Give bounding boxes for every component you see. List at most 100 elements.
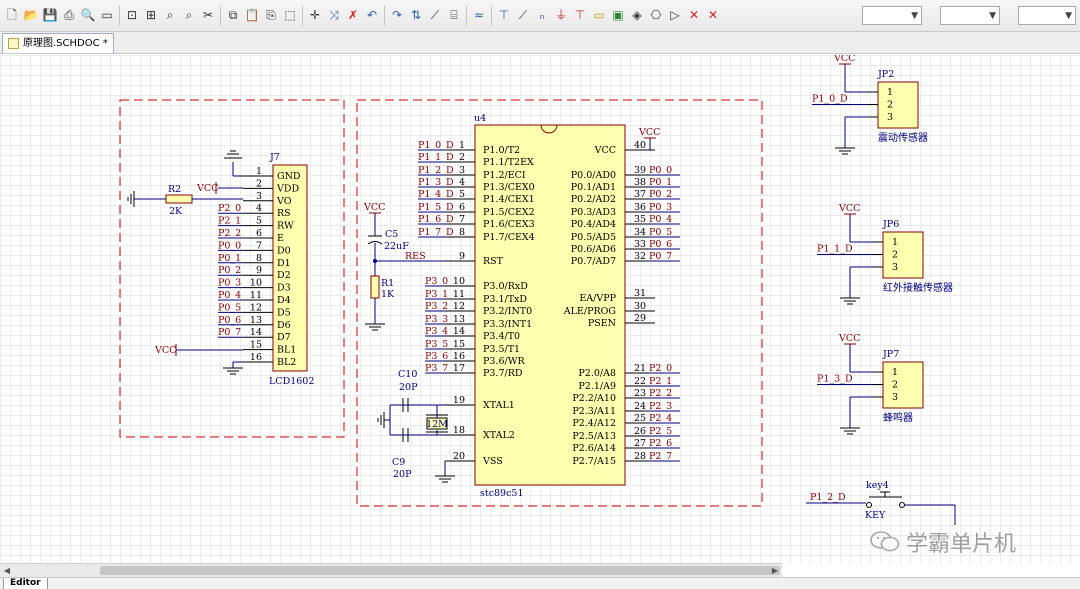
mcu-left-pin-name: P3.1/TxD [483, 294, 527, 305]
mcu-left-net-label: P3_3 [425, 314, 448, 325]
toolbar-dropdown[interactable]: ▼ [1018, 6, 1076, 25]
port-icon[interactable]: ▷ [670, 8, 680, 22]
mcu-pin-number: 29 [634, 313, 646, 324]
bus-entry-icon[interactable]: ⟋ [518, 8, 528, 22]
sheet-symbol-icon[interactable]: ▣ [612, 8, 624, 22]
mcu-right-pin-name: ALE/PROG [563, 306, 616, 317]
paste-icon[interactable]: 📋 [244, 8, 260, 22]
zoom-fit-icon[interactable]: ⊡ [126, 8, 138, 22]
mcu-right-pin-name: P0.0/AD0 [571, 170, 616, 181]
vcc-label: VCC [838, 333, 860, 344]
mcu-right-net-label: P0_4 [649, 214, 672, 225]
cut-icon[interactable]: ✂ [202, 8, 214, 22]
undo-icon[interactable]: ↶ [366, 8, 378, 22]
header-pin-number: 3 [892, 262, 898, 273]
lcd-net-label: P2_2 [218, 228, 241, 239]
cap-c5-plate-curved [367, 241, 383, 245]
toolbar-dropdown[interactable]: ▼ [940, 6, 1000, 25]
lcd-pin-number: 12 [250, 302, 262, 313]
clear-filter-icon[interactable]: ✗ [347, 8, 359, 22]
lcd-pin-name: BL2 [277, 357, 296, 368]
schematic-document-icon [8, 38, 19, 49]
cross-probe-icon[interactable]: ⟋ [430, 8, 440, 22]
mcu-pin-number: 31 [634, 288, 646, 299]
lcd-name: LCD1602 [269, 376, 314, 387]
mcu-left-net-label: P1_1_D [418, 152, 454, 163]
vcc-label: VCC [638, 127, 660, 138]
tab-schematic-document[interactable]: 原理图.SCHDOC * [2, 33, 114, 53]
copy-icon[interactable]: ⧉ [228, 8, 238, 22]
mcu-pin-number: 39 [634, 165, 646, 176]
hierarchy-icon[interactable]: ⇅ [410, 8, 422, 22]
toolbar-dropdown[interactable]: ▼ [862, 6, 922, 25]
mcu-right-net-label: P0_3 [649, 202, 672, 213]
new-icon[interactable]: 🗋 [7, 8, 17, 22]
switch-contact [866, 502, 872, 508]
browse-icon[interactable]: ⌸ [450, 8, 458, 22]
horizontal-scrollbar[interactable]: ◀ ▶ [0, 563, 782, 577]
no-erc-icon[interactable]: ✕ [688, 8, 700, 22]
mcu-pin-number: 4 [459, 177, 465, 188]
mcu-pin-number: 18 [453, 425, 465, 436]
move-icon[interactable]: ✛ [309, 8, 321, 22]
bus-icon[interactable]: ⊤ [498, 8, 510, 22]
select-icon[interactable]: ⬚ [284, 8, 296, 22]
header-body [877, 81, 919, 129]
scrollbar-thumb[interactable] [100, 566, 780, 575]
mcu-pin-number: 3 [459, 165, 465, 176]
lcd-pin-number: 14 [250, 327, 262, 338]
place-part-icon[interactable]: ▭ [593, 8, 605, 22]
deselect-icon[interactable]: ⤨ [329, 8, 339, 22]
tab-editor[interactable]: Editor [3, 578, 48, 589]
rubber-stamp-icon[interactable]: ⎘ [266, 8, 276, 22]
wechat-icon [870, 530, 900, 554]
c10-designator: C10 [398, 369, 417, 380]
mcu-pin-number: 28 [634, 451, 646, 462]
net-label-icon[interactable]: ₙ [539, 8, 545, 22]
mcu-pin-number: 37 [634, 189, 646, 200]
mcu-left-net-label: P1_2_D [418, 165, 454, 176]
scroll-left-icon[interactable]: ◀ [3, 566, 11, 575]
mcu-pin-number: 36 [634, 202, 646, 213]
mcu-pin-number: 10 [453, 276, 465, 287]
open-icon[interactable]: 📂 [23, 8, 39, 22]
document-icon[interactable]: ▭ [101, 8, 113, 22]
mcu-right-pin-name: P2.1/A9 [578, 381, 616, 392]
zoom-component-icon[interactable]: ⌕ [166, 8, 174, 22]
vcc-label: VCC [833, 55, 855, 64]
wechat-watermark: 学霸单片机 [870, 528, 1016, 557]
header-designator: JP7 [882, 349, 899, 360]
mcu-pin-number: 40 [634, 140, 646, 151]
header-pin-number: 3 [892, 392, 898, 403]
mcu-pin-number: 9 [459, 251, 465, 262]
lcd-net-label: P0_6 [218, 315, 241, 326]
mcu-pin-number: 38 [634, 177, 646, 188]
print-preview-icon[interactable]: 🔍 [80, 8, 96, 22]
save-icon[interactable]: 💾 [42, 8, 58, 22]
zoom-area-icon[interactable]: ⊞ [145, 8, 157, 22]
clear-icon[interactable]: ✕ [707, 8, 719, 22]
vcc-port-icon[interactable]: ⊤ [574, 8, 586, 22]
mcu-right-pin-name: P2.4/A12 [572, 418, 616, 429]
mcu-left-pin-name: XTAL2 [483, 430, 515, 441]
gnd-port-icon[interactable]: ⏚ [554, 8, 567, 22]
mcu-right-net-label: P0_6 [649, 239, 672, 250]
sheet-entry-icon[interactable]: ◈ [632, 8, 642, 22]
mcu-right-pin-name: P0.1/AD1 [571, 182, 616, 193]
wire-icon[interactable]: ≈ [473, 8, 485, 22]
device-sheet-icon[interactable]: ⎔ [650, 8, 662, 22]
zoom-menu-icon[interactable]: ⌕ [185, 8, 193, 22]
redo-icon[interactable]: ↷ [391, 8, 403, 22]
lcd-pin-name: D0 [277, 245, 291, 256]
lcd-pin-number: 7 [256, 240, 262, 251]
scroll-right-icon[interactable]: ▶ [771, 566, 779, 575]
resistor-r1 [370, 275, 380, 299]
mcu-left-pin-name: P1.7/CEX4 [483, 232, 535, 243]
c9-value: 20P [393, 469, 412, 480]
lcd-designator: J7 [269, 152, 280, 163]
print-icon[interactable]: ⎙ [64, 8, 74, 22]
